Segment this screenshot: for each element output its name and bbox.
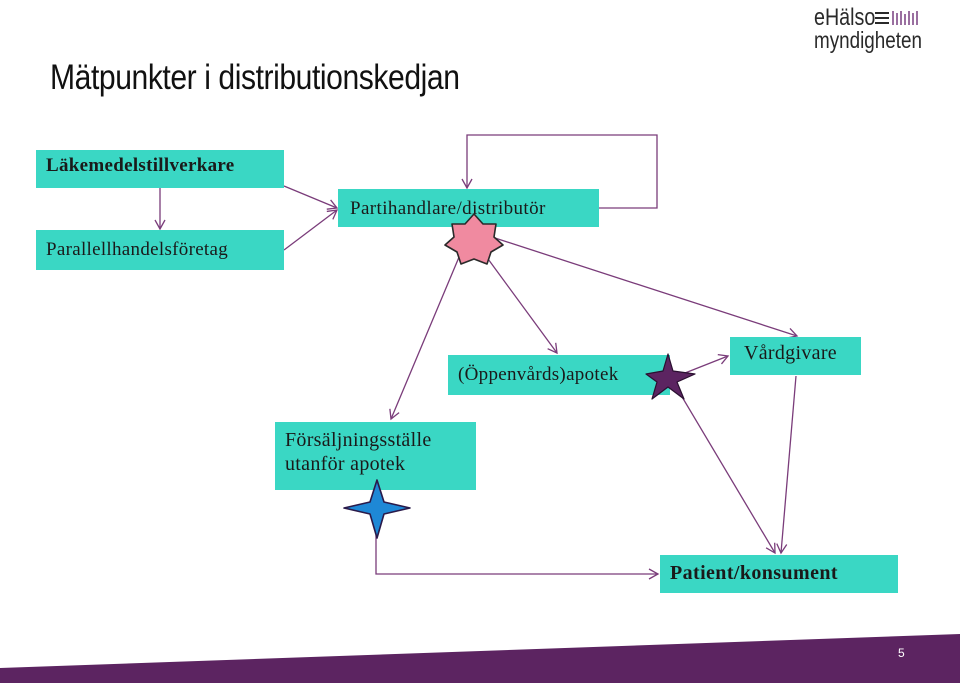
arrow-vardgivare-to-patient — [776, 375, 797, 555]
page-title: Mätpunkter i distributionskedjan — [50, 58, 460, 97]
measure-point-star-blue-icon — [343, 479, 411, 539]
node-vardgivare: Vårdgivare — [730, 337, 861, 375]
arrow-apotek-to-patient — [671, 379, 776, 555]
ehalsomyndigheten-logo: eHälso myndigheten — [814, 2, 924, 54]
arrow-apotek-to-vardgivare — [684, 354, 730, 374]
arrow-lakemedel-to-distributor — [283, 185, 339, 210]
node-parallellhandelsforetag: Parallellhandelsföretag — [36, 230, 284, 270]
node-forsaljningsstalle-line1: Försäljningsställe — [285, 429, 432, 451]
logo-bars-icon — [875, 11, 918, 25]
node-patient: Patient/konsument — [660, 555, 898, 593]
page-number: 5 — [898, 646, 905, 660]
arrow-distributor-loop — [461, 134, 658, 209]
node-apotek: (Öppenvårds)apotek — [448, 355, 670, 395]
arrow-distributor-to-forsaljning — [389, 249, 463, 421]
measure-point-star-pink-icon — [444, 213, 504, 265]
node-forsaljningsstalle-line2: utanför apotek — [285, 453, 406, 475]
arrow-forsaljning-to-patient — [375, 535, 660, 580]
arrow-distributor-to-vardgivare — [494, 237, 799, 339]
logo-line1: eHälso — [814, 4, 876, 31]
logo-line2: myndigheten — [814, 27, 922, 53]
arrow-distributor-to-apotek — [479, 247, 558, 355]
node-lakemedelstillverkare: Läkemedelstillverkare — [36, 150, 284, 188]
measure-point-star-purple-icon — [645, 353, 696, 400]
arrow-parallell-to-distributor — [283, 209, 339, 251]
node-forsaljningsstalle: Försäljningsställe utanför apotek — [275, 422, 476, 490]
